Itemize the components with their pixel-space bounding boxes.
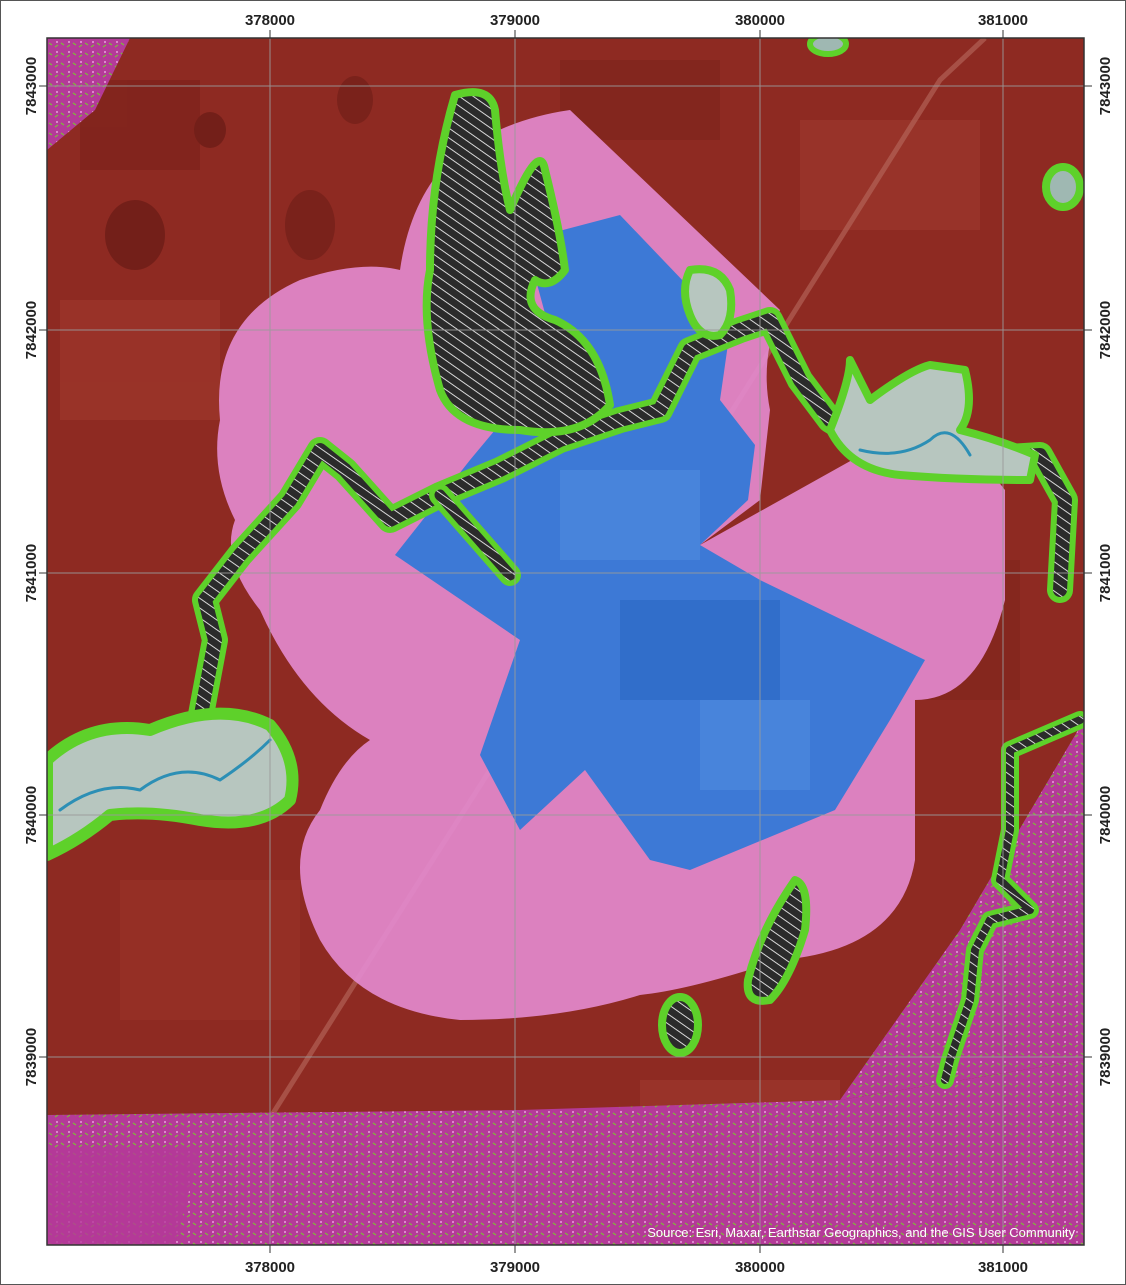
- attribution-text: Source: Esri, Maxar, Earthstar Geographi…: [647, 1225, 1075, 1240]
- y-tick-label: 7842000: [1097, 301, 1114, 359]
- x-tick-labels-bottom: 378000 379000 380000 381000: [245, 1259, 1028, 1276]
- pond-north-center: [681, 265, 736, 340]
- map-neatline: [46, 37, 1085, 1246]
- urban-texture: [560, 470, 810, 790]
- x-tick-label: 379000: [490, 12, 540, 29]
- map-area[interactable]: Source: Esri, Maxar, Earthstar Geographi…: [47, 34, 1084, 1245]
- graticule: [47, 38, 1084, 1245]
- protected-area-bottom-right: [840, 720, 1084, 1100]
- protected-area-top-left: [47, 38, 130, 150]
- x-tick-label: 379000: [490, 1259, 540, 1276]
- y-tick-label: 7843000: [1097, 57, 1114, 115]
- urban-zone: [395, 215, 925, 870]
- protected-area-bottom: [47, 1060, 1084, 1245]
- y-tick-label: 7839000: [1097, 1028, 1114, 1086]
- wetland-east-channels: [858, 431, 972, 457]
- y-tick-label: 7840000: [23, 786, 40, 844]
- y-tick-label: 7840000: [1097, 786, 1114, 844]
- wetland-east-outline: [826, 356, 1039, 484]
- patch-south-380: [743, 876, 811, 1005]
- y-tick-label: 7839000: [23, 1028, 40, 1086]
- lagoon-north-outline: [422, 88, 614, 437]
- y-tick-labels-right: 7843000 7842000 7841000 7840000 7839000: [1097, 57, 1114, 1086]
- y-tick-label: 7841000: [23, 544, 40, 602]
- corridor-se-hatch: [941, 716, 1084, 1084]
- protected-area-lower-left: [47, 1150, 200, 1245]
- y-tick-label: 7842000: [23, 301, 40, 359]
- x-tick-label: 378000: [245, 12, 295, 29]
- wetland-west-channels: [58, 738, 272, 812]
- x-tick-label: 378000: [245, 1259, 295, 1276]
- x-tick-label: 380000: [735, 12, 785, 29]
- y-tick-label: 7843000: [23, 57, 40, 115]
- tick-marks: [39, 30, 1092, 1253]
- patch-south-379: [658, 993, 702, 1057]
- y-tick-label: 7841000: [1097, 544, 1114, 602]
- x-tick-label: 381000: [978, 12, 1028, 29]
- x-tick-labels-top: 378000 379000 380000 381000: [245, 12, 1028, 29]
- x-tick-label: 381000: [978, 1259, 1028, 1276]
- pond-ne: [1042, 163, 1084, 211]
- pond-top: [807, 38, 849, 57]
- y-tick-labels-left: 7843000 7842000 7841000 7840000 7839000: [23, 57, 40, 1086]
- river-branch-hatch: [434, 489, 516, 581]
- x-tick-label: 380000: [735, 1259, 785, 1276]
